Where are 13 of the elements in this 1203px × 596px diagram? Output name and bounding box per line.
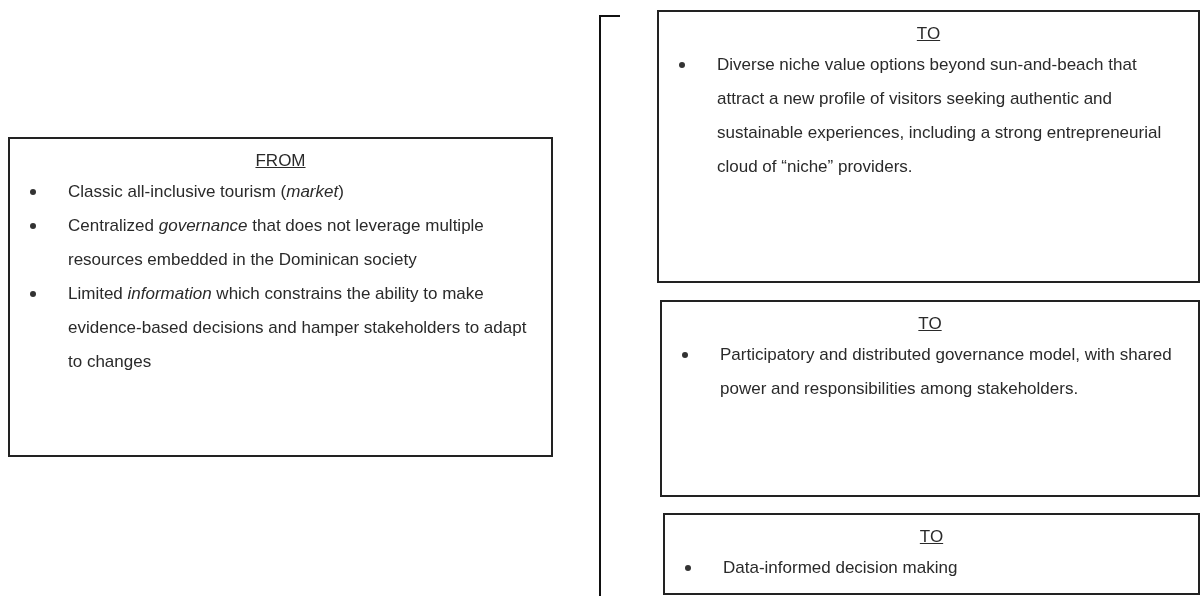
text-box <box>663 513 1200 595</box>
heading: TO <box>919 526 944 548</box>
bullet-text: Limited information which constrains the ability to make evidence-based decisions and hamper stakeholders to adapt to changes <box>68 283 528 373</box>
text-box <box>660 300 1200 497</box>
heading: TO <box>918 313 942 335</box>
heading: TO <box>916 23 941 45</box>
heading: FROM <box>255 150 306 172</box>
bullet-text: Classic all-inclusive tourism (market) <box>68 181 344 203</box>
bullet-text: Data-informed decision making <box>723 557 958 579</box>
bullet-text: Participatory and distributed governance model, with shared power and responsibilities among stakeholders. <box>720 344 1173 400</box>
bullet-text: Diverse niche value options beyond sun-and-beach that attract a new profile of visitors seeking authentic and sustainable experiences, including a strong entrepreneurial cloud of “niche” providers. <box>717 54 1163 178</box>
text-box <box>8 137 553 457</box>
text-box <box>657 10 1200 283</box>
